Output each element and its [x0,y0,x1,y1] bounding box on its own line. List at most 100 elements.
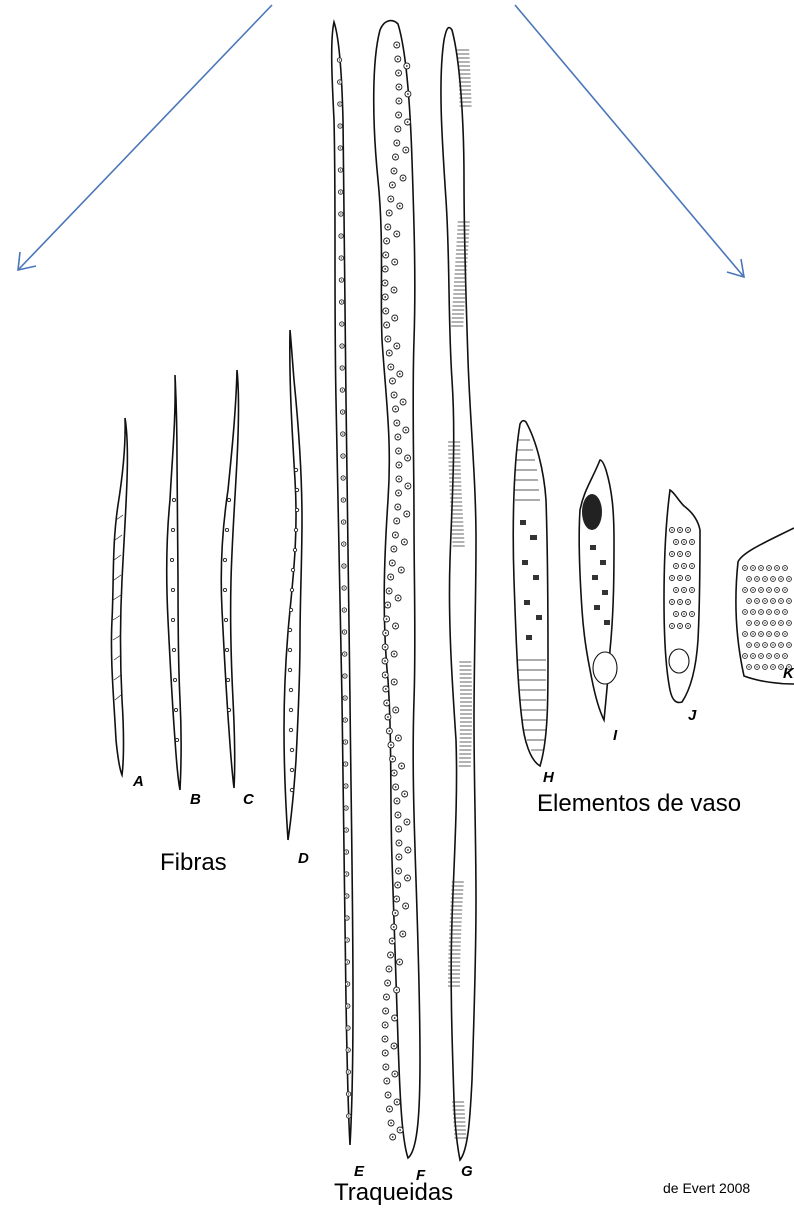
pit-aperture [406,513,408,515]
pit-aperture [390,1122,392,1124]
pit-aperture [343,543,344,544]
pit-aperture [395,408,397,410]
pit-aperture [348,1093,349,1094]
pit-aperture [345,741,346,742]
vessel-element-h [513,421,548,766]
pit-aperture [760,655,761,656]
pit-aperture [397,128,399,130]
vessel-i-perforation [582,494,602,530]
pit-aperture [776,611,777,612]
pit-aperture [752,567,753,568]
pit-aperture [788,644,789,645]
fiber-b [167,375,181,790]
pit-aperture [396,233,398,235]
pit-aperture [687,553,689,555]
pit-aperture [407,485,409,487]
pit-aperture [768,633,769,634]
pit-aperture [744,611,745,612]
pit-aperture [386,702,388,704]
pit-aperture [390,198,392,200]
pit-aperture [340,147,341,148]
pit-aperture [752,589,753,590]
pit-aperture [776,589,777,590]
pit-aperture [390,954,392,956]
pit-aperture [388,730,390,732]
pit-aperture [691,589,693,591]
pit-aperture [398,478,400,480]
pit-aperture [346,917,347,918]
pit-aperture [390,744,392,746]
pit-aperture [748,644,749,645]
pit-aperture [385,1010,387,1012]
pit-aperture [341,345,342,346]
pit-aperture [679,553,681,555]
pit-aperture [396,800,398,802]
pit-aperture [756,666,757,667]
pit-aperture [341,323,342,324]
pit-aperture [387,982,389,984]
pit-aperture [404,541,406,543]
pit-aperture [407,849,409,851]
pit-aperture [392,380,394,382]
pit-aperture [776,655,777,656]
pit-aperture [386,996,388,998]
pit-aperture [397,884,399,886]
pit-aperture [687,625,689,627]
pit-aperture [675,541,677,543]
pit-aperture [780,644,781,645]
pit-aperture [772,666,773,667]
pit-aperture [691,541,693,543]
pit-aperture [671,553,673,555]
label-e: E [354,1163,365,1180]
pit-aperture [776,567,777,568]
pit-aperture [385,254,387,256]
vessel-element-j [664,490,700,703]
pit-aperture [388,212,390,214]
pit-aperture [671,625,673,627]
pit-aperture [385,310,387,312]
pit-aperture [387,716,389,718]
pit-aperture [393,170,395,172]
pit-aperture [394,1017,396,1019]
pit-aperture [342,433,343,434]
tracheid-f [374,21,420,1158]
fiber-d [284,330,302,840]
pit-aperture [396,898,398,900]
pit-aperture [344,697,345,698]
fibers [111,330,302,840]
pit-aperture [387,604,389,606]
pit-aperture [397,506,399,508]
pit-aperture [347,983,348,984]
pit-aperture [768,589,769,590]
pit-aperture [679,577,681,579]
pit-aperture [339,59,340,60]
pit-aperture [397,436,399,438]
pit-aperture [390,576,392,578]
pit-aperture [347,1005,348,1006]
pit-aperture [384,1024,386,1026]
pit-aperture [679,601,681,603]
pit-aperture [405,149,407,151]
pit-aperture [392,1136,394,1138]
pit-aperture [687,601,689,603]
pit-aperture [393,548,395,550]
pit-aperture [342,455,343,456]
pit-aperture [388,968,390,970]
pit-aperture [744,589,745,590]
pit-aperture [760,611,761,612]
pit-aperture [343,587,344,588]
pit-aperture [397,737,399,739]
pit-aperture [347,939,348,940]
pit-aperture [348,1115,349,1116]
pit-aperture [683,589,685,591]
pit-aperture [339,125,340,126]
pit-aperture [398,856,400,858]
pit-aperture [387,226,389,228]
label-b: B [190,791,201,808]
pit-aperture [398,86,400,88]
pit-aperture [392,184,394,186]
pit-aperture [687,577,689,579]
tracheid-e [332,22,353,1145]
pit-aperture [398,842,400,844]
pit-aperture [675,565,677,567]
